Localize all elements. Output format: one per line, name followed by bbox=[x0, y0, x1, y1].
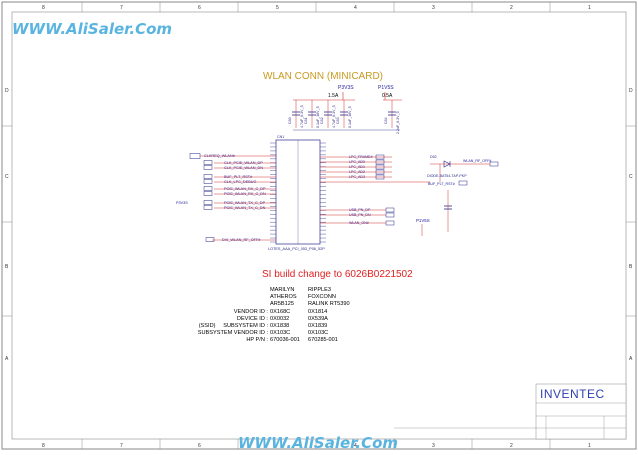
col-label-bottom: 7 bbox=[120, 443, 123, 449]
col-label-top: 6 bbox=[198, 5, 201, 11]
diode-symbol bbox=[443, 160, 451, 168]
row-col-b: 0X103C bbox=[308, 330, 329, 337]
col-label-top: 5 bbox=[276, 5, 279, 11]
cap-ref: C63 bbox=[336, 117, 340, 124]
row-label: VENDOR ID : bbox=[233, 308, 268, 315]
row-label-right: D bbox=[629, 88, 633, 94]
row-col-a: 0X168C bbox=[270, 308, 291, 315]
row-labels: D C B A D C B A bbox=[5, 88, 633, 362]
left-net-labels: CLKREQ_WLAN# CLK_PCIE_WLAN_DP CLK_PCIE_W… bbox=[176, 154, 266, 242]
cap-c64: C64 2.2uF_6.3V_5 bbox=[384, 100, 400, 134]
row-label-right: C bbox=[629, 174, 633, 180]
watermark-top: WWW.AliSaler.Com bbox=[12, 20, 173, 38]
col-label-top: 1 bbox=[588, 5, 591, 11]
diode-ref: D52 bbox=[430, 155, 437, 159]
header-col-a: MARILYN bbox=[270, 287, 295, 293]
vendor-col-b: RALINK RT5390 bbox=[308, 301, 350, 308]
row-col-a: 0X1838 bbox=[270, 322, 290, 329]
row-col-b: 0X1839 bbox=[308, 322, 328, 329]
header-col-b: RIPPLE3 bbox=[308, 287, 332, 293]
row-label-left: D bbox=[5, 88, 9, 94]
column-ticks bbox=[2, 2, 636, 449]
row-label-left: B bbox=[5, 264, 9, 270]
cap-ref: C60 bbox=[288, 117, 292, 124]
col-label-top: 2 bbox=[510, 5, 513, 11]
diode-part: DIODE-BAT54-TAP-PKP bbox=[427, 174, 467, 178]
p3v3s-left-label: P3V3S bbox=[176, 201, 188, 205]
right-offpage-connectors bbox=[375, 154, 395, 226]
column-labels: 8 7 6 5 4 3 2 1 8 7 6 4 3 2 1 bbox=[42, 5, 591, 449]
title-block-frame bbox=[535, 383, 627, 440]
row-label: SUBSYSTEM VENDOR ID : bbox=[197, 330, 268, 337]
col-label-bottom: 3 bbox=[432, 443, 435, 449]
col-label-top: 3 bbox=[432, 5, 435, 11]
plt-rst-offpage bbox=[458, 180, 468, 186]
row-label-right: A bbox=[629, 356, 633, 362]
sheet-inner-border bbox=[11, 11, 627, 440]
current-1v5-label: 0.5A bbox=[382, 93, 393, 99]
cap-value: 4.7uF_6.3V_5 bbox=[332, 105, 336, 128]
cap-value: 0.1uF_16V_5 bbox=[348, 106, 352, 128]
row-col-b: 0X1814 bbox=[308, 308, 328, 315]
left-offpage-connectors bbox=[189, 153, 215, 242]
cap-ref: C62 bbox=[320, 117, 324, 124]
col-label-top: 8 bbox=[42, 5, 45, 11]
cap-ref: C61 bbox=[304, 117, 308, 124]
right-net-labels: LPC_FRAME# LPC_AD0 LPC_AD1 LPC_AD2 LPC_A… bbox=[349, 155, 373, 225]
connector-ref: CN1 bbox=[277, 135, 284, 139]
col-label-bottom: 8 bbox=[42, 443, 45, 449]
vendor-col-b: FOXCONN bbox=[308, 294, 336, 301]
p3v3s-top-label: P3V3S bbox=[338, 85, 354, 91]
cap-c62: C62 4.7uF_6.3V_5 bbox=[320, 100, 336, 128]
title-block bbox=[394, 383, 627, 440]
decoupling-caps: C60 4.7uF_6.3V_5 C61 0.1uF_16V_5 C62 4.7… bbox=[288, 100, 400, 134]
connector-part: LOTES_AAA_PCI_053_P06_52P bbox=[268, 247, 325, 251]
cap-value: 2.2uF_6.3V_5 bbox=[396, 111, 400, 134]
row-col-a: 0X103C bbox=[270, 330, 291, 337]
power-rails: P3V3S P1V5S 1.5A 0.5A bbox=[293, 85, 402, 101]
connector-pins-right bbox=[320, 142, 326, 243]
row-label: HP P/N : bbox=[246, 337, 268, 344]
current-3v3-label: 1.5A bbox=[328, 93, 339, 99]
connector-pins-left bbox=[270, 142, 276, 243]
row-col-b: 670285-001 bbox=[308, 337, 338, 344]
plt-rst-net: BUF_PLT_RST# bbox=[428, 182, 455, 186]
row-label-right: B bbox=[629, 264, 633, 270]
left-wires bbox=[200, 155, 276, 241]
cap-c60: C60 4.7uF_6.3V_5 bbox=[288, 100, 304, 128]
row-col-a: 0X0032 bbox=[270, 315, 290, 322]
vendor-col-a: ATHEROS bbox=[270, 294, 297, 301]
row-col-b: 0X539A bbox=[308, 315, 328, 322]
col-label-top: 7 bbox=[120, 5, 123, 11]
cap-value: 0.1uF_16V_5 bbox=[316, 106, 320, 128]
row-col-a: 670036-001 bbox=[270, 337, 300, 344]
rf-off-net: WLAN_RF_OFF# bbox=[463, 159, 491, 163]
watermark-bottom: WWW.AliSaler.Com bbox=[238, 434, 399, 452]
cap-value: 4.7uF_6.3V_5 bbox=[300, 105, 304, 128]
si-build-note: SI build change to 6026B0221502 bbox=[262, 269, 413, 280]
row-label: DEVICE ID : bbox=[236, 315, 268, 322]
col-label-bottom: 1 bbox=[588, 443, 591, 449]
col-label-bottom: 6 bbox=[198, 443, 201, 449]
schematic-title: WLAN CONN (MINICARD) bbox=[263, 71, 383, 82]
vendor-col-a: AR5B125 bbox=[270, 301, 294, 308]
col-label-bottom: 4 bbox=[354, 443, 357, 449]
col-label-top: 4 bbox=[354, 5, 357, 11]
col-label-bottom: 2 bbox=[510, 443, 513, 449]
cap-c61: C61 0.1uF_16V_5 bbox=[304, 100, 320, 128]
rf-off-diode-block: D52 DIODE-BAT54-TAP-PKP WLAN_RF_OFF# BUF… bbox=[416, 155, 499, 236]
cap-c63: C63 0.1uF_16V_5 bbox=[336, 100, 352, 128]
company-brand: INVENTEC bbox=[540, 387, 605, 401]
row-label: (SSID) SUBSYSTEM ID : bbox=[198, 322, 268, 329]
minicard-connector: CN1 LOTES_AAA_PCI_053_P06_52P bbox=[268, 135, 325, 251]
p1v5s-top-label: P1V5S bbox=[378, 85, 394, 91]
row-label-left: A bbox=[5, 356, 9, 362]
cap-ref: C64 bbox=[384, 117, 388, 124]
row-label-left: C bbox=[5, 174, 9, 180]
p1v5s-right-label: P1V5S bbox=[416, 218, 430, 223]
right-wires bbox=[320, 156, 430, 224]
